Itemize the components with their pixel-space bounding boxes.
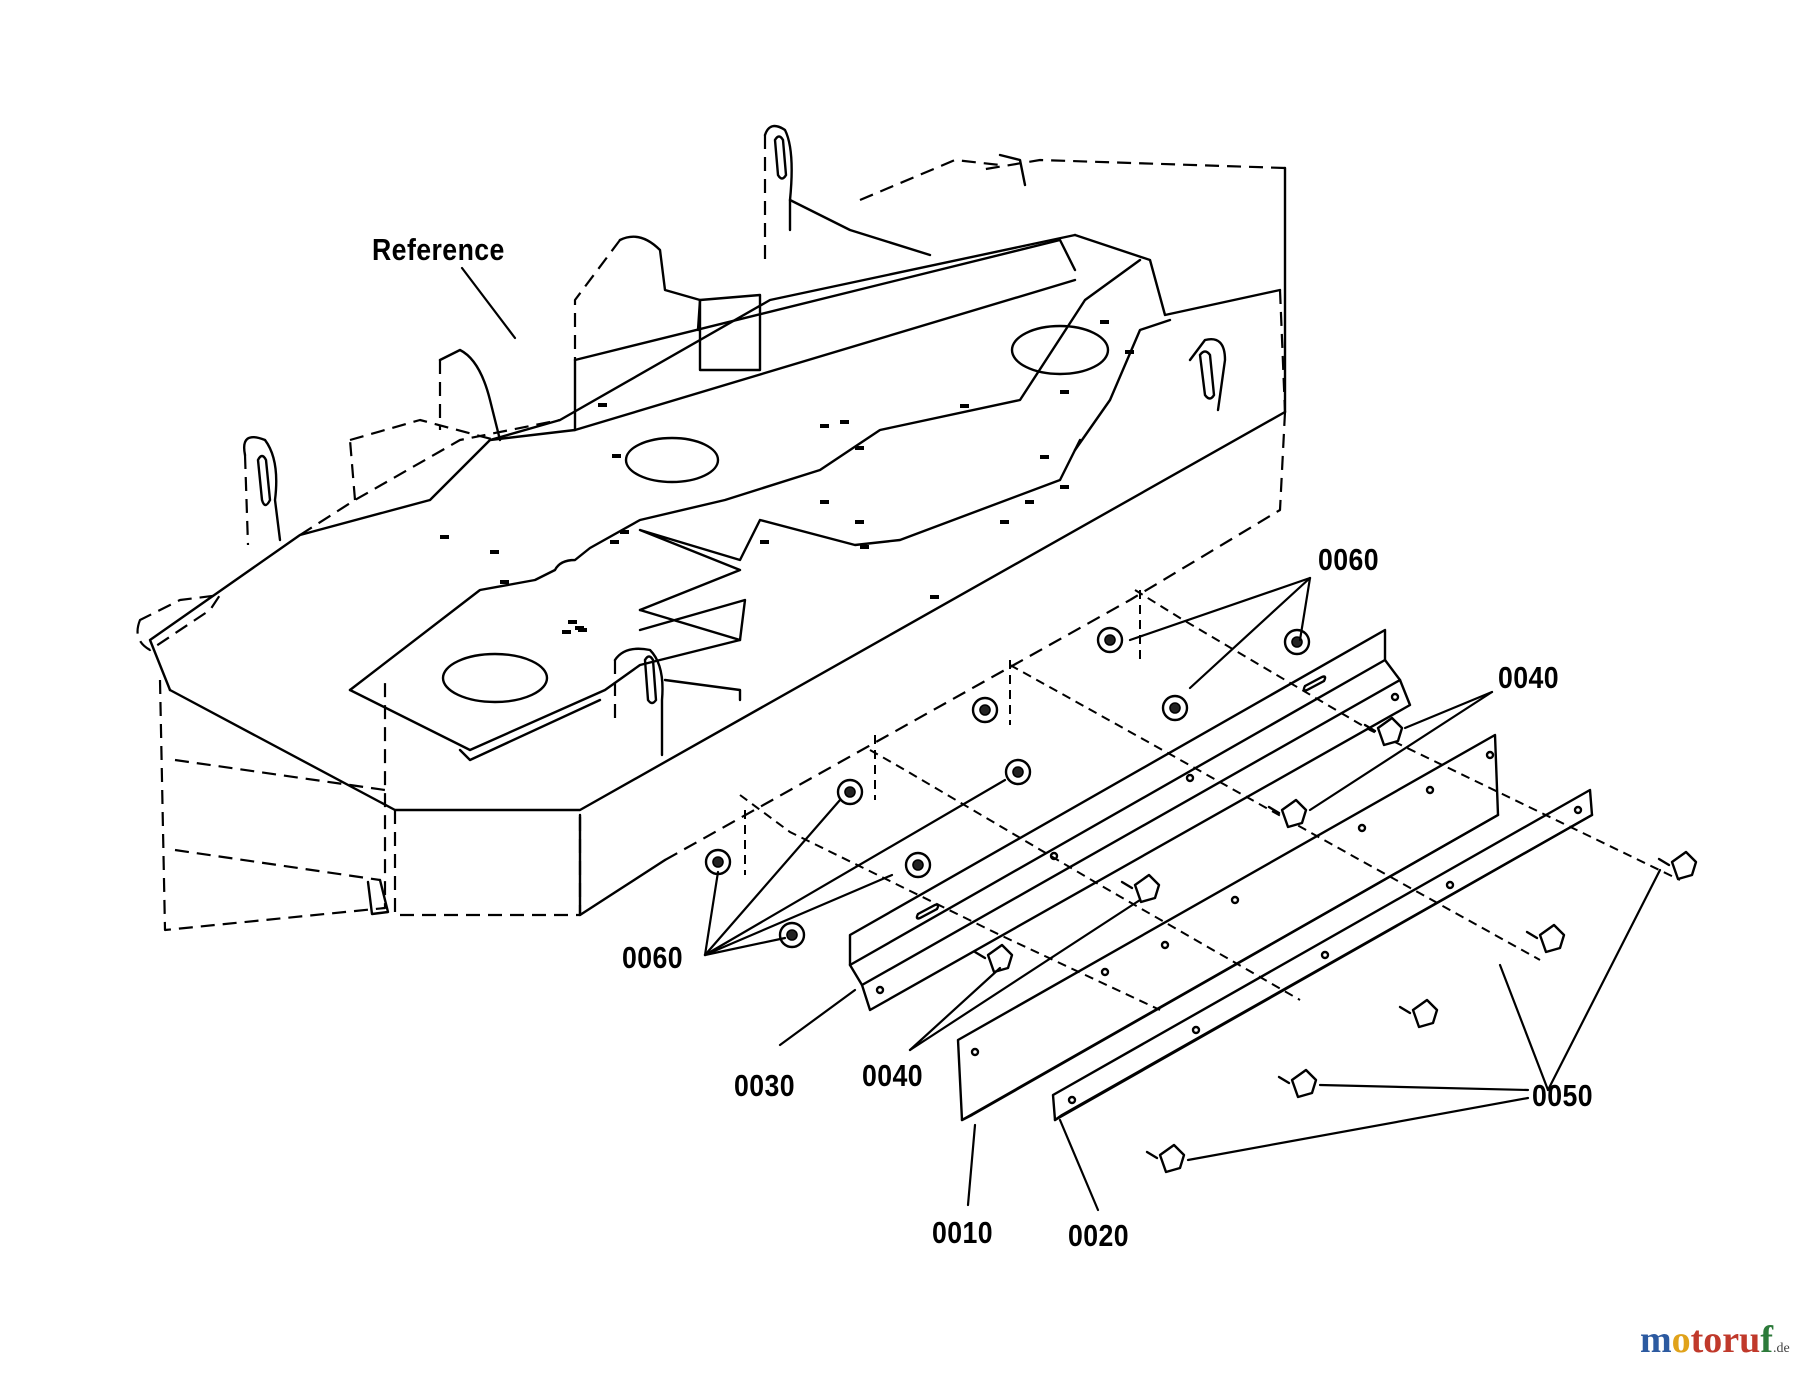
bolt xyxy=(1398,998,1439,1029)
part-label-0010: 0010 xyxy=(932,1215,994,1250)
flange-nuts-0060 xyxy=(704,626,1311,949)
part-label-0050: 0050 xyxy=(1532,1078,1594,1113)
deck-bolt-holes xyxy=(440,320,1134,634)
bolt xyxy=(1120,873,1161,904)
nut xyxy=(1283,628,1311,656)
bolt xyxy=(1657,850,1698,881)
bolt xyxy=(1277,1068,1318,1099)
watermark-part2: o xyxy=(1671,1319,1691,1361)
nut xyxy=(1004,758,1032,786)
bolt xyxy=(1145,1143,1186,1174)
part-label-0060-top: 0060 xyxy=(1318,542,1380,577)
nut xyxy=(1096,626,1124,654)
bolt xyxy=(973,943,1014,974)
leader-lines xyxy=(460,266,1662,1212)
angle-bracket-0030 xyxy=(848,628,1412,1012)
watermark-part3: toru xyxy=(1690,1319,1761,1361)
nut xyxy=(778,921,806,949)
part-label-0020: 0020 xyxy=(1068,1218,1130,1253)
part-label-0040-bottom: 0040 xyxy=(862,1058,924,1093)
motoruf-watermark: motoruf.de xyxy=(1640,1318,1790,1362)
baffle-plate-0010 xyxy=(956,733,1500,1122)
part-label-0060-left: 0060 xyxy=(622,940,684,975)
mower-deck-housing xyxy=(136,124,1287,932)
watermark-tld: .de xyxy=(1772,1341,1790,1356)
nut xyxy=(704,848,732,876)
nut xyxy=(836,778,864,806)
bolts xyxy=(973,716,1698,1174)
watermark-part4: f xyxy=(1760,1319,1773,1361)
watermark-part1: m xyxy=(1640,1319,1672,1361)
bolt xyxy=(1363,716,1404,747)
bolt xyxy=(1525,923,1566,954)
bolt xyxy=(1267,798,1308,829)
part-label-0030: 0030 xyxy=(734,1068,796,1103)
nut xyxy=(1161,694,1189,722)
reference-label: Reference xyxy=(372,232,505,267)
part-label-0040-top: 0040 xyxy=(1498,660,1560,695)
nut xyxy=(971,696,999,724)
assembly-center-lines xyxy=(739,589,1681,1011)
baffle-strip-0020 xyxy=(1051,788,1594,1122)
nut xyxy=(904,851,932,879)
